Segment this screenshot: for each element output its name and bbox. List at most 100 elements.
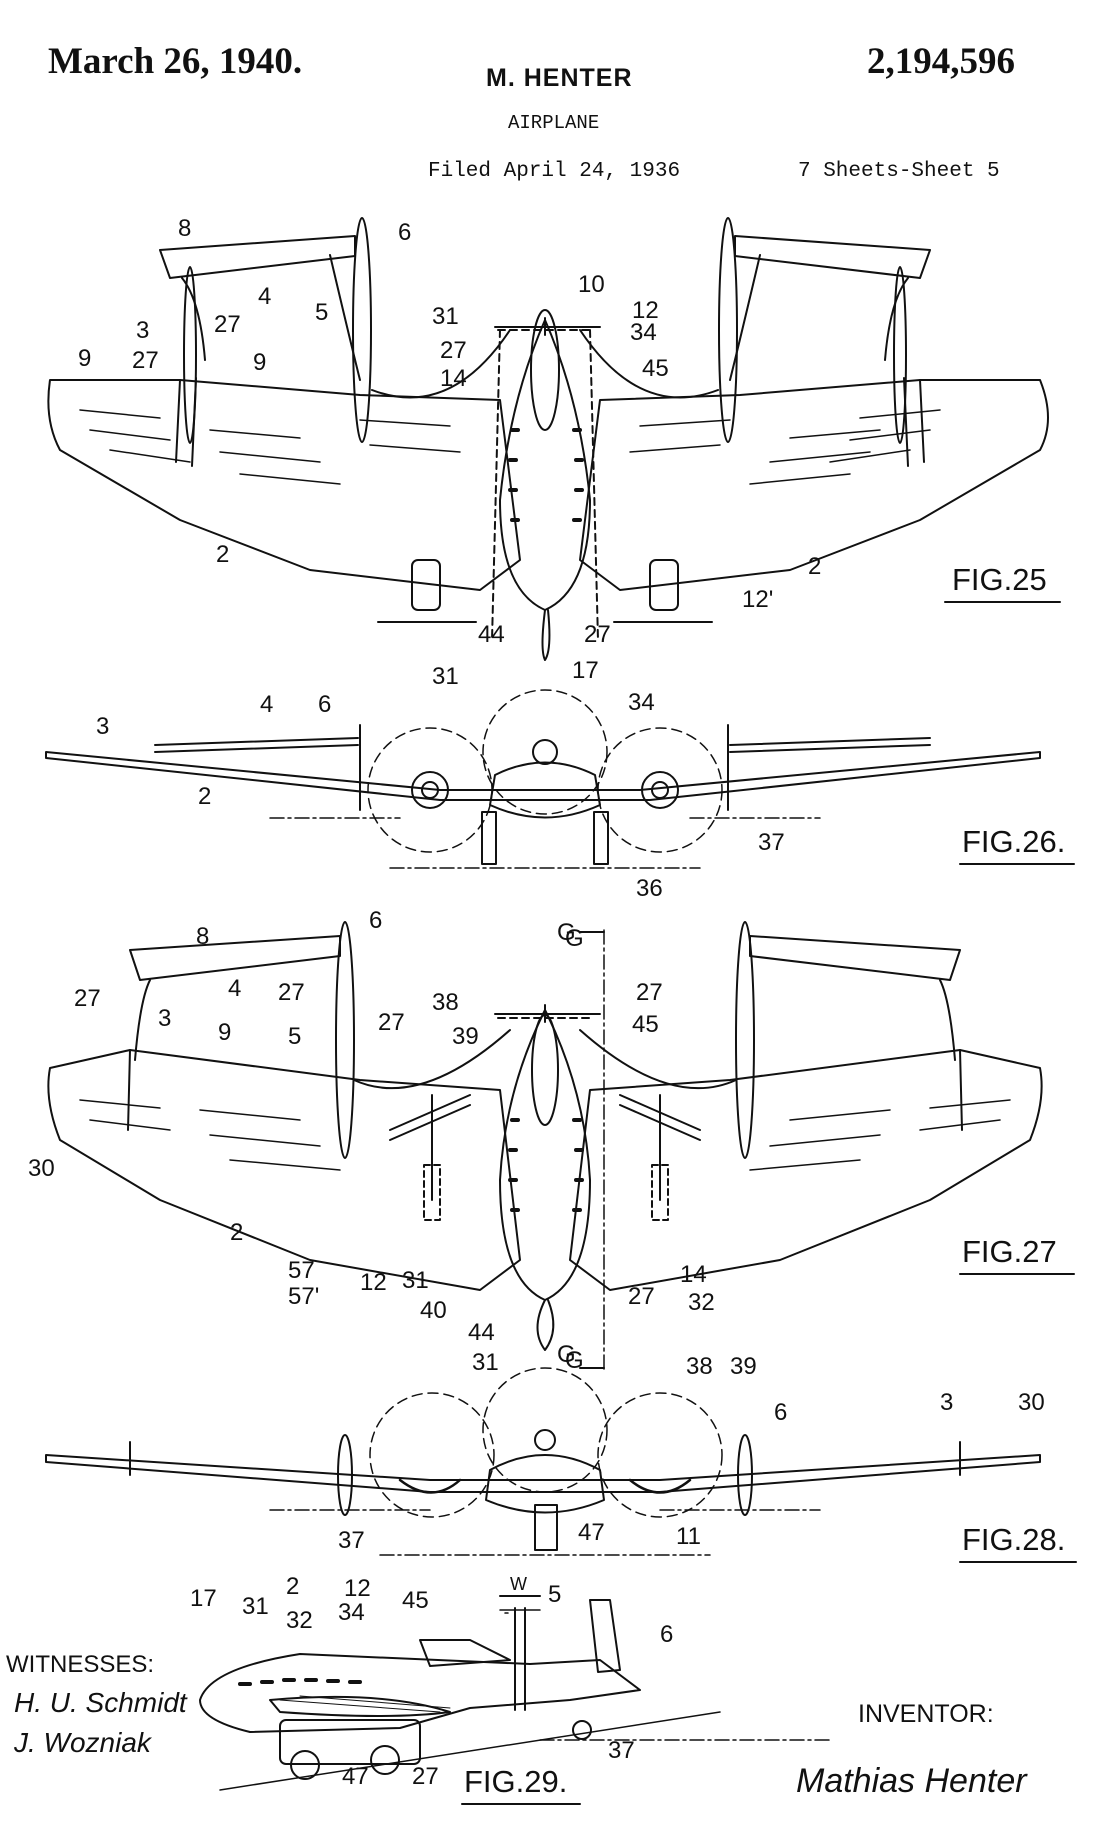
inventor-label: INVENTOR: — [858, 1700, 994, 1728]
ref-numeral-fig27-16: 57 — [288, 1257, 315, 1284]
ref-numeral-fig29-4: 45 — [402, 1587, 429, 1614]
witnesses-label: WITNESSES: — [6, 1651, 154, 1678]
ref-numeral-fig25-9: 10 — [578, 271, 605, 298]
ref-numeral-fig27-2: 6 — [369, 907, 382, 934]
fuselage-front — [485, 1454, 605, 1514]
ref-numeral-fig27-21: 40 — [420, 1297, 447, 1324]
ref-numeral-fig27-11: 5 — [288, 1023, 301, 1050]
ref-numeral-fig28-3: 6 — [774, 1399, 787, 1426]
ref-numeral-fig27-13: 39 — [452, 1023, 479, 1050]
patent-number: 2,194,596 — [867, 41, 1015, 82]
ref-numeral-fig26-4: 3 — [96, 713, 109, 740]
ref-numeral-fig25-13: 27 — [440, 337, 467, 364]
left-stabilizer — [159, 235, 356, 279]
dimension-w: W — [510, 1574, 527, 1594]
ref-numeral-fig28-1: 38 — [686, 1353, 713, 1380]
ref-numeral-fig25-21: 17 — [572, 657, 599, 684]
ref-numeral-fig29-10: 47 — [342, 1763, 369, 1790]
ref-numeral-fig29-1: 31 — [242, 1593, 269, 1620]
figure-26-front-view — [45, 689, 1041, 869]
ref-numeral-fig29-3: 12 — [344, 1575, 371, 1602]
ref-numeral-fig26-3: 6 — [318, 691, 331, 718]
ref-numeral-fig25-16: 2 — [216, 541, 229, 568]
ref-numeral-fig27-17: 57' — [288, 1283, 319, 1310]
ref-numeral-fig26-2: 4 — [260, 691, 273, 718]
ref-numeral-fig28-8: 11 — [676, 1523, 701, 1550]
fig-27-label: FIG.27 — [962, 1234, 1057, 1269]
fig-29-label: FIG.29. — [464, 1764, 567, 1799]
patent-date: March 26, 1940. — [48, 41, 303, 82]
right-engine-nacelle — [649, 559, 679, 611]
filing-date: Filed April 24, 1936 — [428, 160, 681, 183]
fig-28-label: FIG.28. — [962, 1522, 1065, 1557]
ref-numeral-fig25-2: 4 — [258, 283, 271, 310]
ref-numeral-fig29-11: 27 — [412, 1763, 439, 1790]
ref-numeral-fig28-4: 3 — [940, 1389, 953, 1416]
ref-numeral-fig27-18: 12 — [360, 1269, 387, 1296]
fuselage-side — [199, 1653, 641, 1733]
ref-numeral-fig27-10: 9 — [218, 1019, 231, 1046]
left-wing — [47, 1049, 521, 1291]
ref-numeral-fig29-6: 34 — [338, 1599, 365, 1626]
ref-numeral-fig29-0: 17 — [190, 1585, 217, 1612]
ref-numeral-fig27-20: 14 — [680, 1261, 707, 1288]
fuselage — [499, 319, 591, 611]
inventor-name: M. HENTER — [486, 64, 633, 92]
ref-numeral-fig25-12: 34 — [630, 319, 657, 346]
ref-numeral-fig27-7: 38 — [432, 989, 459, 1016]
figure-28-front-view — [45, 1367, 1041, 1556]
ref-numeral-fig27-19: 31 — [402, 1267, 429, 1294]
figure-29-side-view — [199, 1599, 831, 1791]
ref-numeral-fig27-23: 32 — [688, 1289, 715, 1316]
wing-front-profile — [45, 1454, 1041, 1493]
ref-numeral-fig25-0: 8 — [178, 215, 191, 242]
ref-numeral-fig25-4: 5 — [315, 299, 328, 326]
right-boom — [718, 217, 738, 443]
ref-numeral-fig27-6: 27 — [74, 985, 101, 1012]
ref-numeral-fig27-4: 27 — [278, 979, 305, 1006]
ref-numeral-fig28-2: 39 — [730, 1353, 757, 1380]
ref-numeral-fig28-7: 47 — [578, 1519, 605, 1546]
ref-numeral-fig29-7: 32 — [286, 1607, 313, 1634]
ref-numeral-fig25-11: 31 — [432, 303, 459, 330]
ref-numeral-fig25-20: 27 — [584, 621, 611, 648]
left-engine-front — [411, 771, 449, 809]
pusher-propellers — [389, 1094, 701, 1141]
section-marker-bottom: G — [565, 1347, 584, 1374]
inventor-signature: Mathias Henter — [796, 1762, 1028, 1800]
ref-numeral-fig25-17: 2 — [808, 553, 821, 580]
ref-numeral-fig27-5: 27 — [636, 979, 663, 1006]
ref-numeral-fig26-7: 36 — [636, 875, 663, 902]
fig-26-label: FIG.26. — [962, 824, 1065, 859]
ref-numeral-fig27-0: G — [557, 919, 576, 946]
ref-numeral-fig25-8: 9 — [253, 349, 266, 376]
ref-numeral-fig29-8: 6 — [660, 1621, 673, 1648]
ref-numeral-fig28-6: 37 — [338, 1527, 365, 1554]
ref-numeral-fig29-5: 5 — [548, 1581, 561, 1608]
ref-numeral-fig27-12: 27 — [378, 1009, 405, 1036]
ref-numeral-fig25-19: 44 — [478, 621, 505, 648]
ref-numeral-fig26-0: 31 — [432, 663, 459, 690]
ref-numeral-fig27-25: G — [557, 1341, 576, 1368]
ref-numeral-fig25-7: 9 — [78, 345, 91, 372]
left-boom-5 — [352, 217, 372, 443]
ref-numeral-fig27-22: 27 — [628, 1283, 655, 1310]
left-boom — [335, 921, 355, 1159]
fig-25-label: FIG.25 — [952, 562, 1047, 597]
left-wing — [47, 379, 521, 591]
figure-27-plan-view — [47, 921, 1043, 1371]
ref-numeral-fig25-15: 14 — [440, 365, 467, 392]
ref-numeral-fig27-9: 3 — [158, 1005, 171, 1032]
ref-numeral-fig28-0: 31 — [472, 1349, 499, 1376]
patent-title: AIRPLANE — [508, 112, 600, 134]
ref-numeral-fig27-14: 30 — [28, 1155, 55, 1182]
ref-numeral-fig29-9: 37 — [608, 1737, 635, 1764]
ref-numeral-fig27-8: 45 — [632, 1011, 659, 1038]
witness-signature-1: H. U. Schmidt — [14, 1687, 188, 1718]
fuselage — [499, 1009, 591, 1301]
ref-numeral-fig25-5: 3 — [136, 317, 149, 344]
left-engine-nacelle — [411, 559, 441, 611]
ref-numeral-fig25-18: 12' — [742, 586, 773, 613]
ref-numeral-fig27-24: 44 — [468, 1319, 495, 1346]
